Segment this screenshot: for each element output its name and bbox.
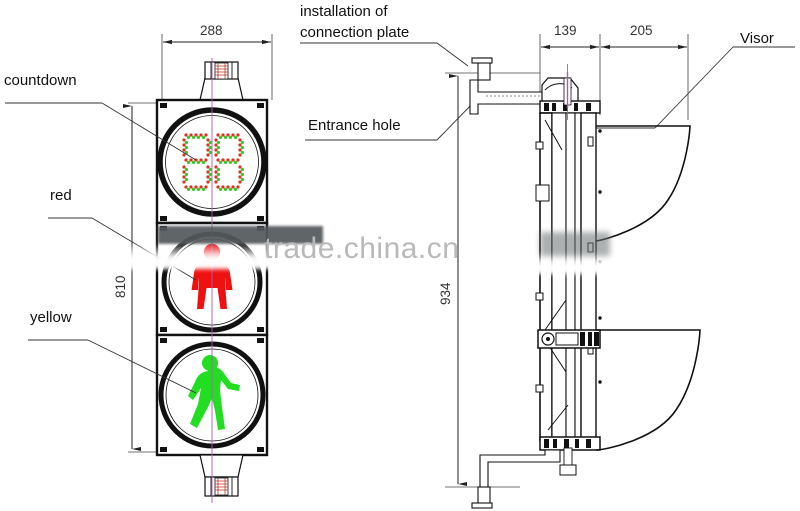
top-hinge-assembly — [539, 72, 601, 114]
dim-934 — [445, 72, 540, 488]
front-view — [123, 34, 273, 503]
dim-205 — [601, 34, 689, 120]
top-connection-plate — [469, 57, 546, 115]
dim-text-810: 810 — [113, 275, 128, 298]
bottom-mounting-bracket — [199, 454, 244, 497]
label-visor: Visor — [740, 30, 774, 47]
dim-text-205: 205 — [630, 23, 653, 38]
countdown-digit-2 — [214, 133, 244, 191]
dim-288 — [161, 34, 273, 100]
visor-upper — [595, 125, 691, 242]
visor-profiles — [595, 125, 701, 451]
green-pedestrian-pictogram — [188, 355, 240, 430]
label-entrance-hole: Entrance hole — [308, 117, 401, 134]
side-internal-struts — [544, 119, 569, 431]
dim-text-139: 139 — [554, 23, 577, 38]
label-installation-line1: installation of — [300, 3, 388, 20]
visor-lower — [595, 329, 701, 451]
leader-yellow — [87, 339, 197, 394]
side-view — [445, 34, 701, 509]
dim-810 — [123, 102, 160, 453]
label-countdown: countdown — [4, 72, 77, 89]
countdown-digit-1 — [182, 133, 212, 191]
middle-hinge-assembly — [537, 329, 601, 349]
leader-connection-plate — [300, 42, 469, 67]
watermark-text: trade.china.cn — [264, 232, 460, 265]
side-housing-body — [539, 112, 597, 442]
leader-visor — [654, 46, 734, 129]
dim-text-288: 288 — [200, 23, 223, 38]
side-housing-dots — [598, 129, 602, 384]
watermark-smear-fade-right — [520, 252, 640, 274]
label-installation-line2: connection plate — [300, 24, 410, 41]
watermark-smear-band — [158, 226, 323, 244]
top-mounting-bracket — [199, 61, 244, 101]
dim-text-934: 934 — [438, 282, 453, 305]
label-red: red — [50, 187, 72, 204]
bottom-hinge-assembly — [539, 436, 601, 476]
countdown-display — [182, 133, 244, 191]
leader-countdown — [101, 102, 197, 161]
bottom-connection-plate — [471, 449, 561, 509]
label-yellow: yellow — [30, 309, 72, 326]
watermark-smear-fade — [110, 243, 370, 269]
